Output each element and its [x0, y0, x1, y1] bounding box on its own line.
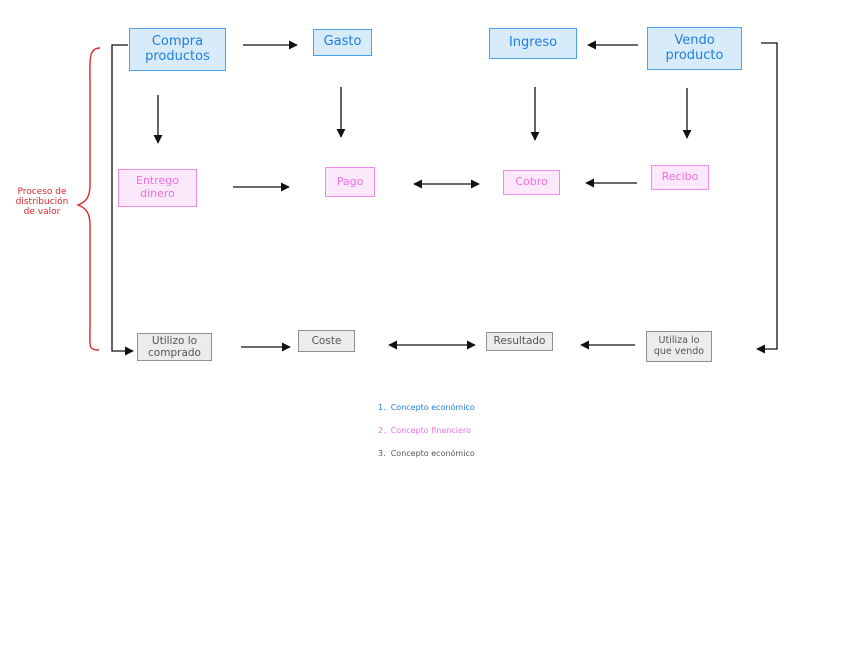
node-gasto: Gasto	[313, 29, 372, 56]
node-cobro: Cobro	[503, 170, 560, 195]
legend-item-3: 3. Concepto económico	[378, 449, 475, 458]
node-utilizo-lo-comprado: Utilizo lo comprado	[137, 333, 212, 361]
node-utiliza-lo-que-vendo: Utiliza lo que vendo	[646, 331, 712, 362]
node-vendo-producto: Vendo producto	[647, 27, 742, 70]
legend-item-2: 2. Concepto financiero	[378, 426, 471, 435]
node-resultado: Resultado	[486, 332, 553, 351]
node-pago: Pago	[325, 167, 375, 197]
arrow-right-loop	[756, 42, 778, 354]
curly-brace	[76, 47, 101, 351]
bracket-label: Proceso de distribución de valor	[15, 187, 69, 217]
node-coste: Coste	[298, 330, 355, 352]
arrow-left-loop	[111, 44, 134, 356]
node-ingreso: Ingreso	[489, 28, 577, 59]
node-recibo: Recibo	[651, 165, 709, 190]
node-compra-productos: Compra productos	[129, 28, 226, 71]
legend-item-1: 1. Concepto económico	[378, 403, 475, 412]
node-entrego-dinero: Entrego dinero	[118, 169, 197, 207]
